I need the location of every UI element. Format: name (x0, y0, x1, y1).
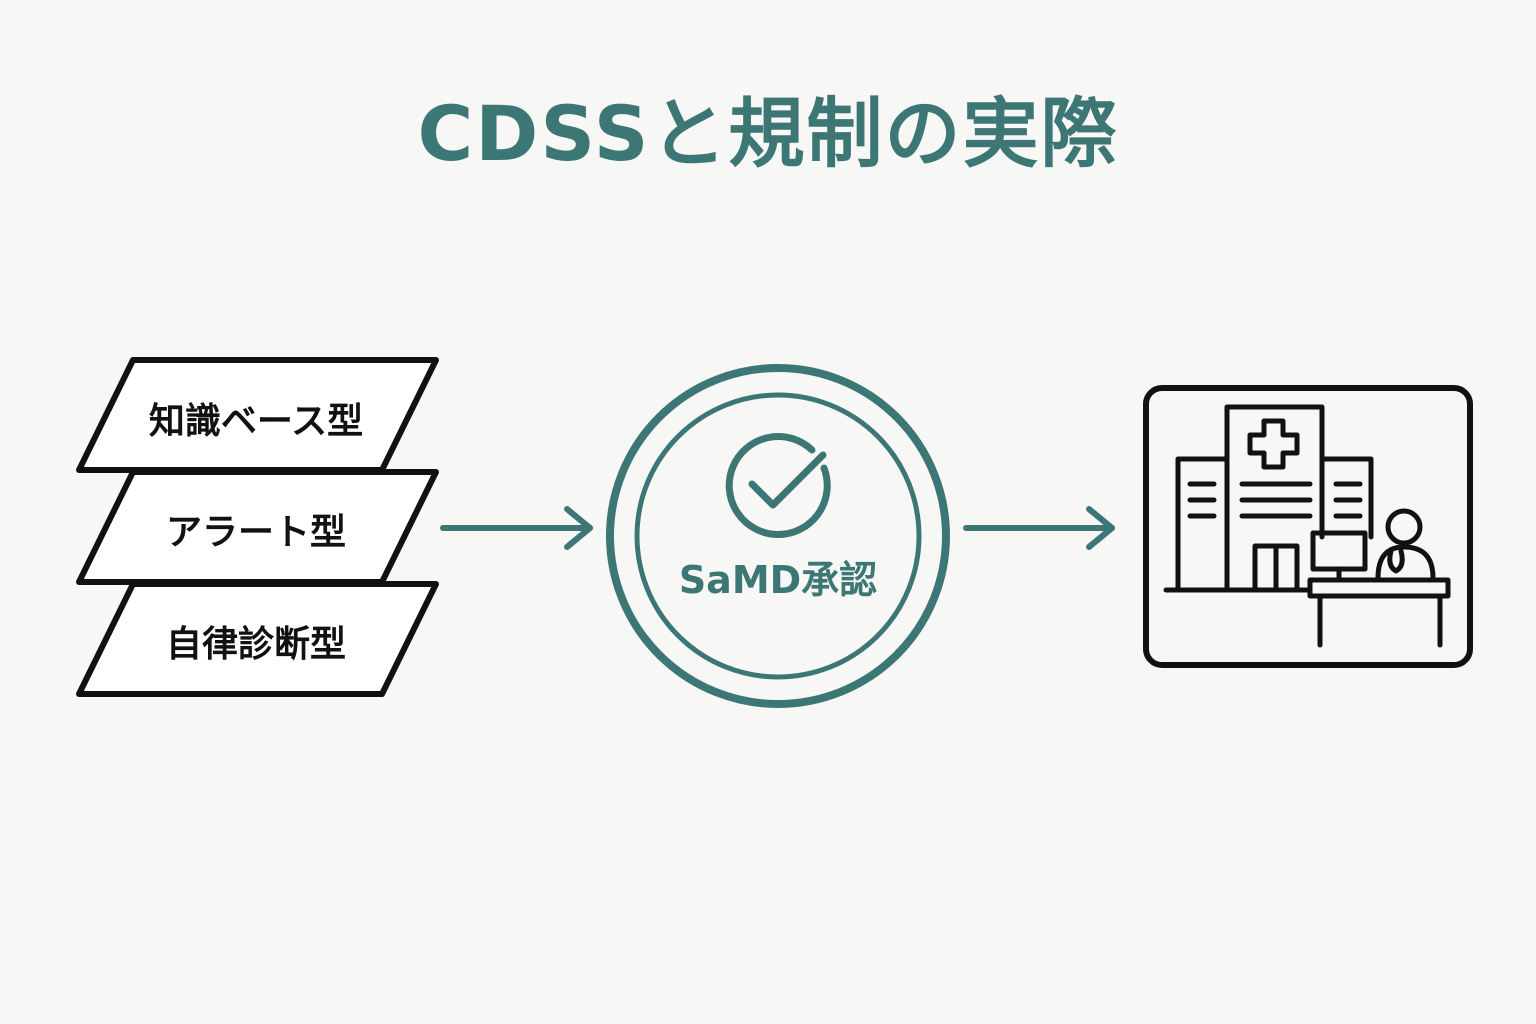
arrow-right-icon (440, 506, 593, 550)
cdss-type-alert: アラート型 (76, 469, 439, 585)
approval-label: SaMD承認 (679, 558, 877, 602)
samd-approval-badge: SaMD承認 (606, 364, 950, 708)
cdss-type-stack: 知識ベース型 アラート型 自律診断型 (76, 357, 439, 697)
page-title: CDSSと規制の実際 (417, 89, 1119, 178)
arrow-right-icon (963, 506, 1115, 550)
cdss-type-knowledge-based: 知識ベース型 (76, 357, 439, 473)
cdss-type-label: 知識ベース型 (149, 401, 363, 442)
check-circle-icon (725, 433, 831, 538)
hospital-with-doctor-icon (1143, 385, 1473, 668)
cdss-type-autonomous-diagnosis: 自律診断型 (76, 581, 439, 697)
cdss-type-label: アラート型 (166, 512, 346, 553)
cdss-type-label: 自律診断型 (166, 624, 346, 665)
